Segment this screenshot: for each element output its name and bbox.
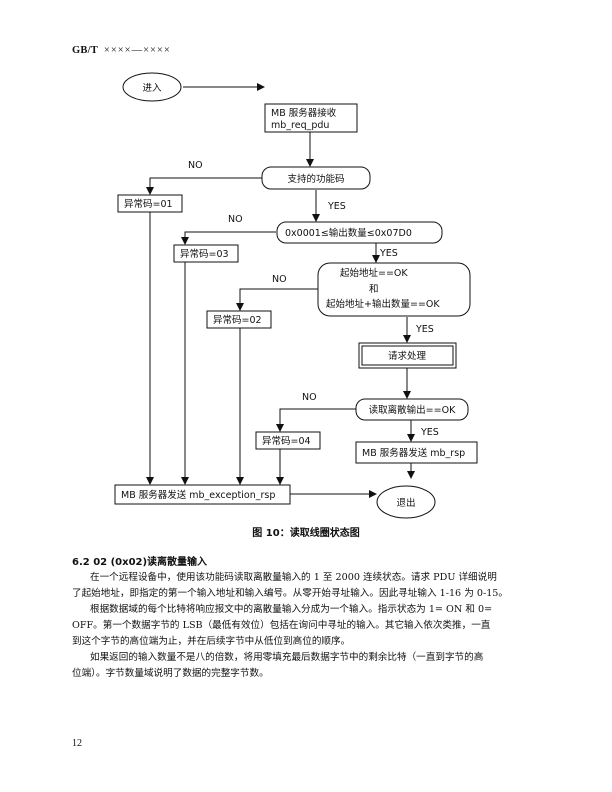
send-response-label: MB 服务器发送 mb_rsp <box>362 447 465 459</box>
flowchart: 进入 MB 服务器接收 mb_req_pdu 支持的功能码 NO YES 异常码… <box>114 72 478 519</box>
address-label-3: 起始地址+输出数量==OK <box>326 298 440 310</box>
no-label-2: NO <box>228 214 243 225</box>
paragraph-1: 在一个远程设备中，使用该功能码读取离散量输入的 1 至 2000 连续状态。请求… <box>72 570 540 602</box>
yes-label-1: YES <box>327 201 346 212</box>
exception-01-label: 异常码=01 <box>124 198 173 210</box>
exception-04-box <box>255 431 321 450</box>
address-label-1: 起始地址==OK <box>340 267 408 279</box>
no-label-4: NO <box>302 392 317 403</box>
exception-02-label: 异常码=02 <box>213 314 262 326</box>
send-exception-box <box>114 484 291 505</box>
paragraph-line: 根据数据域的每个比特将响应报文中的离散量输入分成为一个输入。指示状态为 1= O… <box>90 604 493 615</box>
standard-number: ××××—×××× <box>103 45 171 56</box>
enter-label: 进入 <box>142 83 162 94</box>
paragraph-line: 位端）。字节数量域说明了数据的完整字节数。 <box>72 668 269 679</box>
process-label: 请求处理 <box>388 350 427 362</box>
read-ok-label: 读取离散输出==OK <box>369 404 456 416</box>
paragraph-2: 根据数据域的每个比特将响应报文中的离散量输入分成为一个输入。指示状态为 1= O… <box>72 602 540 650</box>
paragraph-3: 如果返回的输入数量不是八的倍数，将用零填充最后数据字节中的剩余比特（一直到字节的… <box>72 650 540 682</box>
figure-caption: 图 10：读取线圈状态图 <box>252 528 360 539</box>
no-label-3: NO <box>272 274 287 285</box>
receive-label-2: mb_req_pdu <box>271 120 329 131</box>
exception-02-box <box>206 310 272 329</box>
paragraph-line: 了起始地址，即指定的第一个输入地址和输入编号。从零开始寻址输入。因此寻址输入 1… <box>72 588 509 599</box>
exception-03-label: 异常码=03 <box>180 248 229 260</box>
page-number: 12 <box>72 738 82 749</box>
no-label-1: NO <box>188 160 203 171</box>
flow-connectors <box>146 83 415 498</box>
supported-fc-decision <box>261 166 371 190</box>
exception-01-box <box>117 194 183 213</box>
send-exception-label: MB 服务器发送 mb_exception_rsp <box>121 489 275 501</box>
receive-label-1: MB 服务器接收 <box>271 107 337 119</box>
paragraph-line: 在一个远程设备中，使用该功能码读取离散量输入的 1 至 2000 连续状态。请求… <box>90 572 497 583</box>
exit-label: 退出 <box>396 497 415 509</box>
supported-fc-label: 支持的功能码 <box>287 173 344 185</box>
yes-label-2: YES <box>379 248 398 259</box>
yes-label-4: YES <box>420 427 439 438</box>
paragraph-line: 如果返回的输入数量不是八的倍数，将用零填充最后数据字节中的剩余比特（一直到字节的… <box>90 652 484 663</box>
standard-code: GB/T <box>72 45 98 56</box>
paragraph-line: OFF。第一个数据字节的 LSB（最低有效位）包括在询问中寻址的输入。其它输入依… <box>72 620 491 631</box>
address-decision <box>317 262 471 317</box>
quantity-decision <box>276 221 443 244</box>
section-title: 6.2 02 (0x02)读离散量输入 <box>72 557 208 568</box>
process-box <box>358 342 457 369</box>
send-response-box <box>355 441 478 464</box>
exit-terminal <box>376 485 436 519</box>
paragraph-line: 到这个字节的高位端为止，并在后续字节中从低位到高位的顺序。 <box>72 636 351 647</box>
read-ok-decision <box>355 398 469 421</box>
receive-box <box>264 103 358 133</box>
exception-03-box <box>173 244 239 263</box>
quantity-label: 0x0001≤输出数量≤0x07D0 <box>285 227 412 239</box>
enter-terminal <box>122 72 182 102</box>
yes-label-3: YES <box>415 324 434 335</box>
address-label-2: 和 <box>369 284 379 295</box>
page-header: GB/T ××××—×××× <box>72 45 171 56</box>
exception-04-label: 异常码=04 <box>262 435 311 447</box>
